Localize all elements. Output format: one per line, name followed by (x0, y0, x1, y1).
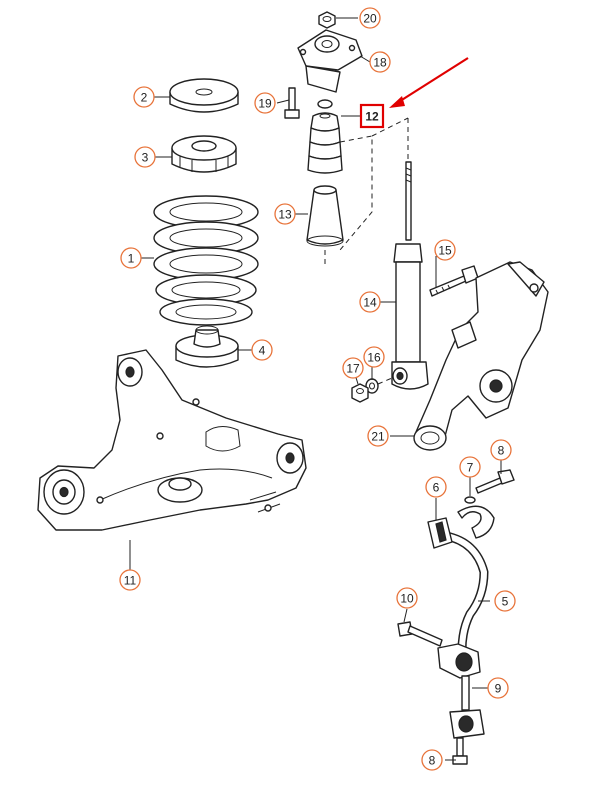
callout-number: 15 (438, 244, 452, 258)
callout-number: 8 (429, 754, 436, 768)
callout-13: 13 (274, 203, 296, 225)
callout-8: 8 (490, 439, 512, 461)
callout-11: 11 (119, 569, 141, 591)
callout-number: 8 (498, 444, 505, 458)
bolt-part (452, 737, 468, 765)
callout-number: 2 (141, 91, 148, 105)
callout-circle (133, 86, 155, 108)
callout-circle (251, 339, 273, 361)
nut-part (318, 11, 336, 29)
callout-14: 14 (359, 291, 381, 313)
wheel-carrier-part (413, 261, 549, 451)
callout-number: 19 (258, 97, 272, 111)
highlight-arrow (389, 57, 469, 108)
stabilizer-bar-part (441, 531, 489, 655)
callout-number: 13 (278, 208, 292, 222)
callout-circle (421, 749, 443, 771)
nut-part (351, 383, 369, 403)
callout-number: 11 (124, 574, 137, 588)
callout-4: 4 (251, 339, 273, 361)
callout-number: 17 (346, 362, 360, 376)
bump-stop-part (307, 99, 343, 174)
coil-spring-part (153, 195, 259, 326)
callout-number: 5 (502, 595, 509, 609)
callout-circle (134, 146, 156, 168)
callout-circle (490, 439, 512, 461)
callout-circle (434, 239, 456, 261)
callout-number: 10 (400, 592, 414, 606)
callout-number: 7 (467, 461, 474, 475)
callout-circle (254, 92, 276, 114)
callout-circle (274, 203, 296, 225)
callout-9: 9 (487, 677, 509, 699)
callout-12-highlighted: 12 (359, 103, 385, 129)
callout-number: 14 (363, 296, 377, 310)
callout-circle (425, 476, 447, 498)
callout-circle (487, 677, 509, 699)
callout-2: 2 (133, 86, 155, 108)
spring-pad-part (169, 78, 239, 113)
clamp-part (457, 496, 495, 539)
callout-number: 21 (371, 430, 385, 444)
callout-5: 5 (494, 590, 516, 612)
control-arm-part (37, 349, 307, 531)
callout-1: 1 (120, 247, 142, 269)
callout-15: 15 (434, 239, 456, 261)
callout-circle (459, 456, 481, 478)
callout-number: 9 (495, 682, 502, 696)
shock-absorber-part (391, 161, 429, 390)
callout-19: 19 (254, 92, 276, 114)
callout-circle (359, 7, 381, 29)
callout-circle (342, 357, 364, 379)
callout-circle (396, 587, 418, 609)
bolt-part (397, 621, 443, 647)
callout-18: 18 (369, 51, 391, 73)
bolt-part (429, 265, 479, 297)
callout-20: 20 (359, 7, 381, 29)
callout-number: 3 (142, 151, 149, 165)
bolt-part (475, 469, 515, 494)
callout-number: 18 (373, 56, 387, 70)
dust-boot-part (306, 185, 344, 247)
callout-17: 17 (342, 357, 364, 379)
bolt-part (284, 87, 300, 119)
coupling-rod-part (437, 643, 485, 739)
callout-number: 20 (363, 12, 377, 26)
leader-lines (129, 17, 502, 761)
callout-number: 16 (367, 351, 381, 365)
callout-10: 10 (396, 587, 418, 609)
callout-circle (363, 346, 385, 368)
bushing-part (427, 517, 453, 549)
callout-21: 21 (367, 425, 389, 447)
callout-3: 3 (134, 146, 156, 168)
callout-7: 7 (459, 456, 481, 478)
spring-seat-part (175, 325, 239, 368)
top-mount-part (297, 29, 363, 93)
callout-circle (359, 291, 381, 313)
callout-16: 16 (363, 346, 385, 368)
spring-seat-part (171, 135, 237, 173)
callout-circle (119, 569, 141, 591)
callout-number: 1 (128, 252, 135, 266)
callout-circle (367, 425, 389, 447)
callout-6: 6 (425, 476, 447, 498)
callout-number: 12 (365, 110, 379, 124)
callout-number: 6 (433, 481, 440, 495)
callout-number: 4 (259, 344, 266, 358)
callout-circle (494, 590, 516, 612)
callout-circle (369, 51, 391, 73)
callout-circle (120, 247, 142, 269)
callout-8: 8 (421, 749, 443, 771)
highlight-box (359, 103, 385, 129)
